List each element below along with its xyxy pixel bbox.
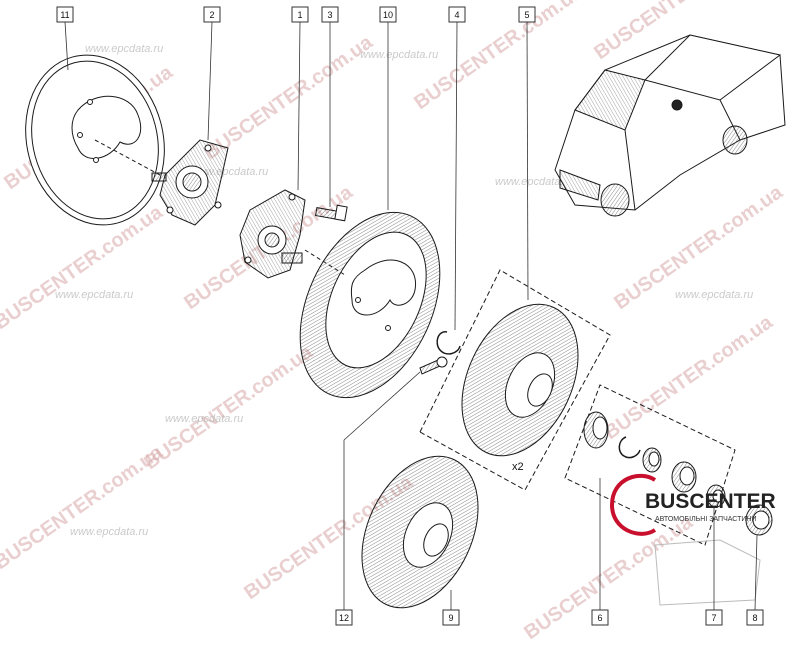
svg-text:8: 8 <box>752 613 757 623</box>
callout-4[interactable]: 4 <box>448 6 466 23</box>
callout-7[interactable]: 7 <box>705 609 723 626</box>
watermark-epcdata: www.epcdata.ru <box>70 526 148 538</box>
watermark-buscenter: BUSCENTER.com.ua <box>520 511 697 644</box>
watermark-buscenter: BUSCENTER.com.ua <box>200 31 377 164</box>
disc-hub-assembly-part-5: x2 <box>419 269 611 491</box>
watermark-epcdata: www.epcdata.ru <box>55 289 133 301</box>
van-illustration <box>554 34 786 217</box>
watermark-buscenter: BUSCENTER.com.ua <box>140 341 317 474</box>
callout-9[interactable]: 9 <box>442 609 460 626</box>
callout-2[interactable]: 2 <box>203 6 221 23</box>
hub-nut-part-7 <box>706 484 726 508</box>
leader-lines <box>64 21 758 611</box>
svg-text:7: 7 <box>711 613 716 623</box>
hub-carrier-part-2 <box>151 139 229 226</box>
watermark-buscenter: BUSCENTER.com.ua <box>0 441 167 574</box>
bearing-kit-part-6 <box>564 384 736 546</box>
bolt-part-3 <box>314 204 348 222</box>
svg-text:10: 10 <box>383 10 393 20</box>
brake-disc-part-10 <box>299 211 441 399</box>
callout-3[interactable]: 3 <box>321 6 339 23</box>
svg-text:11: 11 <box>60 10 69 20</box>
screw-part-12 <box>419 356 448 375</box>
svg-text:2: 2 <box>209 10 214 20</box>
callout-1[interactable]: 1 <box>291 6 309 23</box>
watermark-epcdata: www.epcdata.ru <box>85 43 163 55</box>
callout-5[interactable]: 5 <box>518 6 536 23</box>
watermark-epcdata: www.epcdata.ru <box>495 176 573 188</box>
logo-tagline: АВТОМОБІЛЬНІ ЗАПЧАСТИНИ <box>655 516 756 523</box>
brake-disc-hub-part-9 <box>361 455 479 609</box>
svg-text:5: 5 <box>524 10 529 20</box>
dust-cap-part-8 <box>745 504 773 536</box>
callout-11[interactable]: 11 <box>56 6 74 23</box>
stub-axle-part-1 <box>239 189 306 279</box>
watermark-epcdata: www.epcdata.ru <box>675 289 753 301</box>
callout-12[interactable]: 12 <box>335 609 353 626</box>
svg-text:3: 3 <box>327 10 332 20</box>
buscenter-logo: BUSCENTER АВТОМОБІЛЬНІ ЗАПЧАСТИНИ <box>610 474 776 606</box>
quantity-label: x2 <box>512 461 524 473</box>
callout-10[interactable]: 10 <box>379 6 397 23</box>
watermark-buscenter: BUSCENTER.com.ua <box>600 311 777 444</box>
svg-text:9: 9 <box>448 613 453 623</box>
callout-6[interactable]: 6 <box>591 609 609 626</box>
circlip-part-4 <box>436 331 461 355</box>
svg-text:4: 4 <box>454 10 459 20</box>
svg-text:1: 1 <box>297 10 302 20</box>
svg-text:12: 12 <box>339 613 349 623</box>
watermark-epcdata: www.epcdata.ru <box>165 413 243 425</box>
watermark-epcdata: www.epcdata.ru <box>360 49 438 61</box>
backing-plate-part-11 <box>25 54 165 226</box>
svg-text:6: 6 <box>597 613 602 623</box>
callout-8[interactable]: 8 <box>746 609 764 626</box>
logo-wordmark: BUSCENTER <box>645 490 776 513</box>
